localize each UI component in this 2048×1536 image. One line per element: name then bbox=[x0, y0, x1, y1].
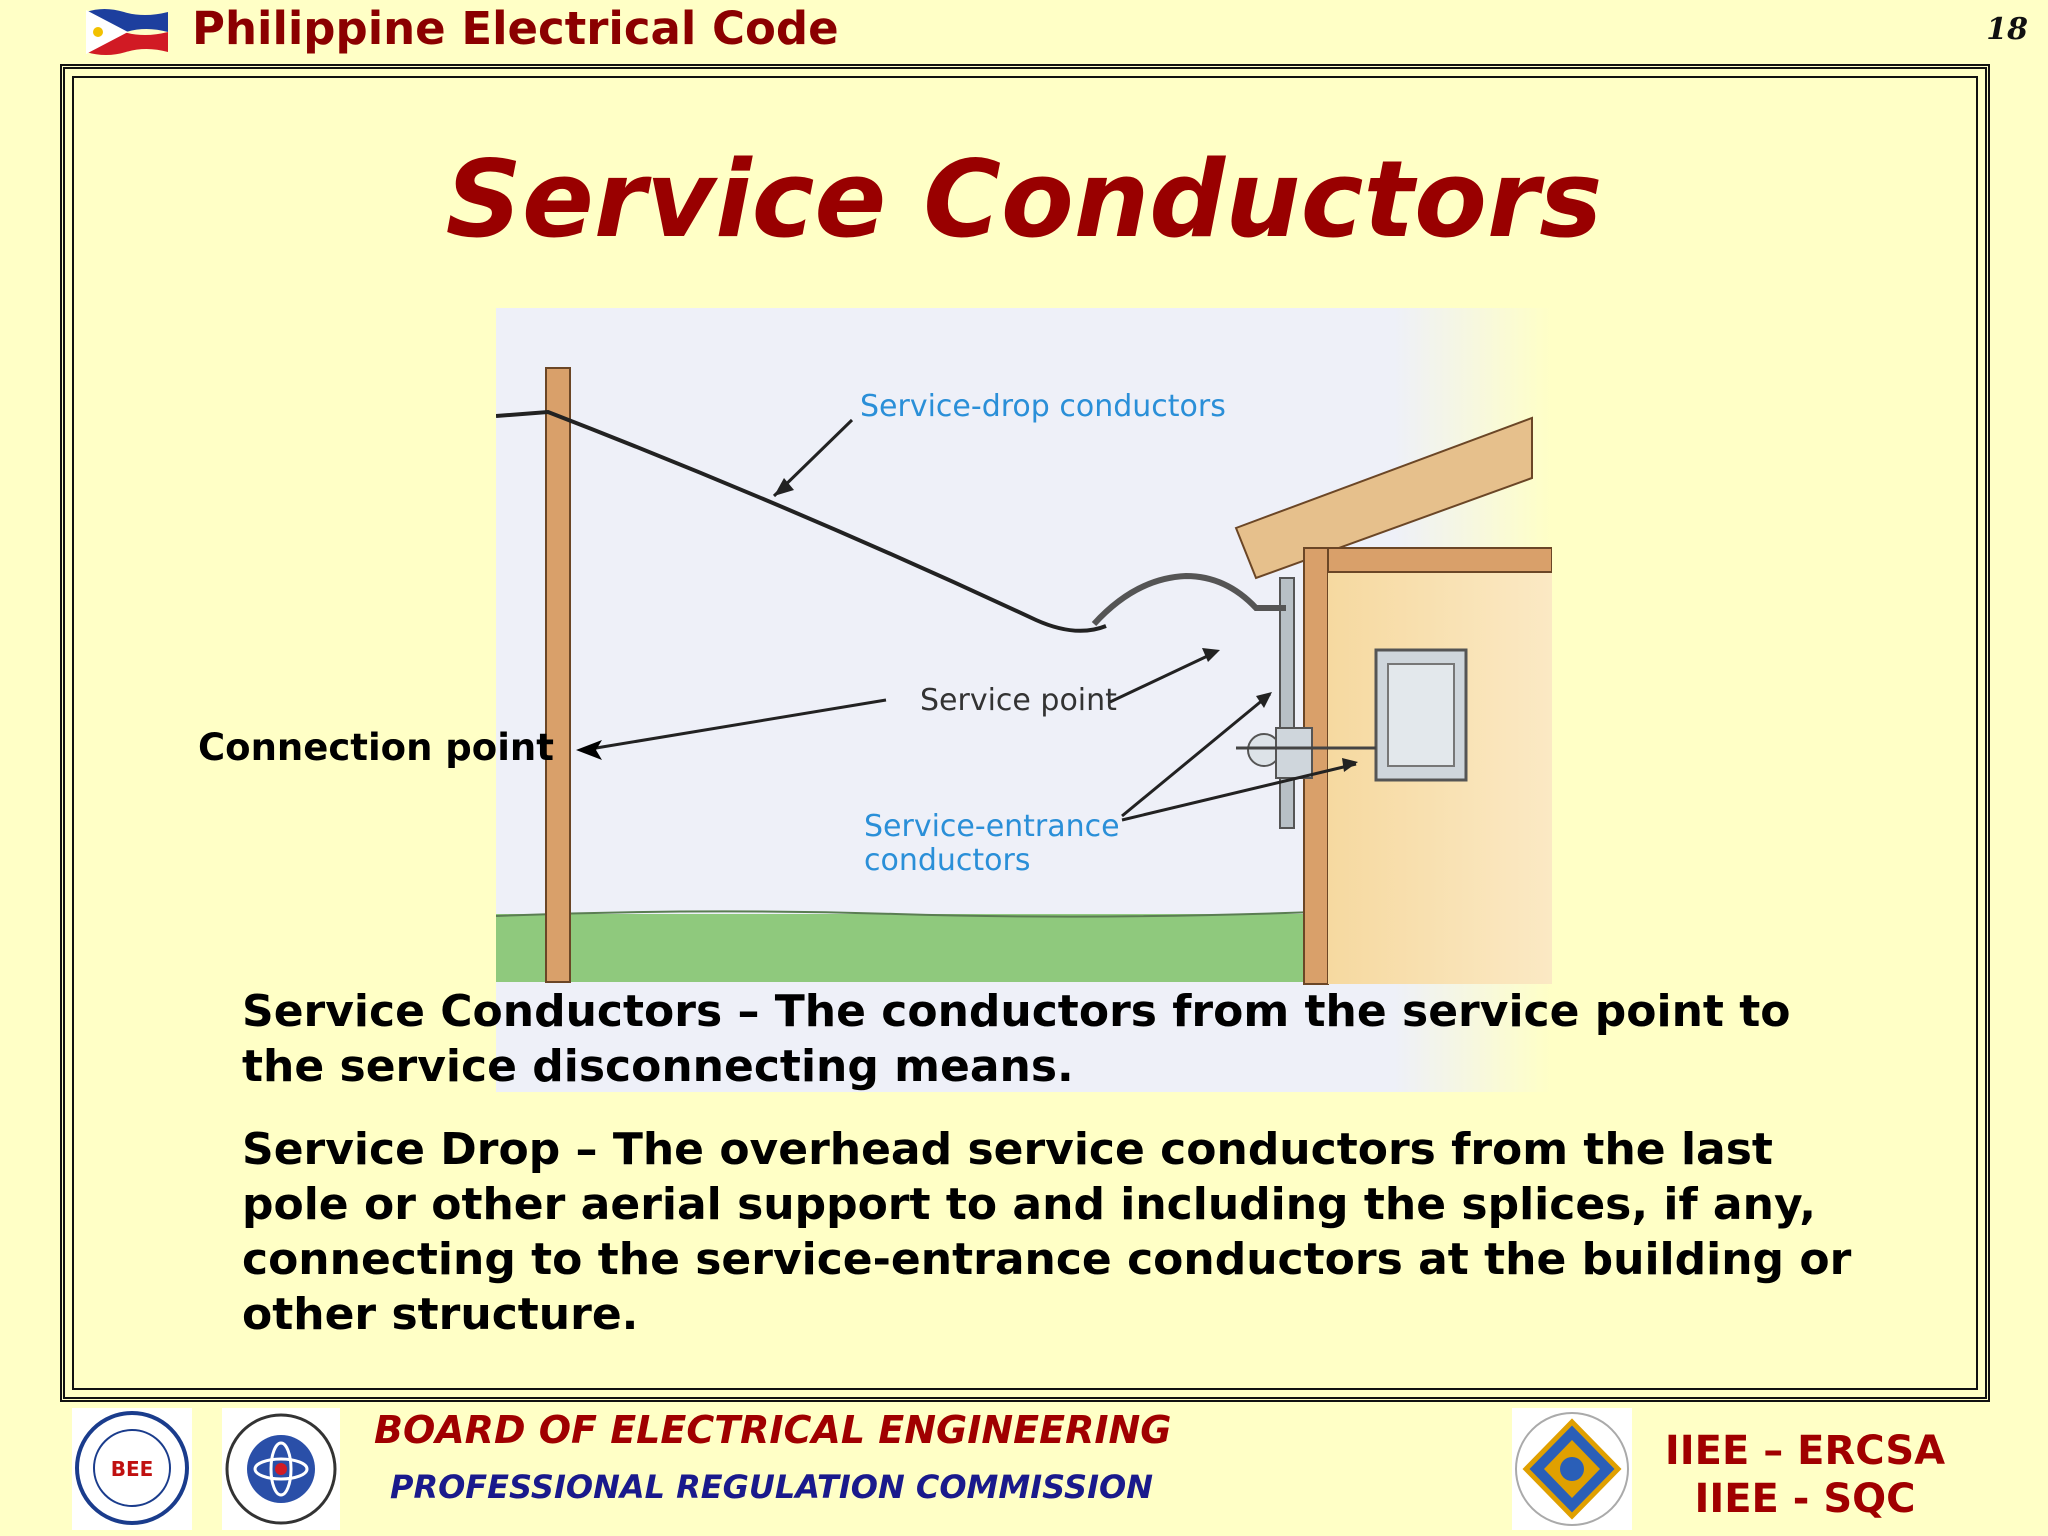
page-number: 18 bbox=[1986, 12, 2028, 47]
slide-title: Service Conductors bbox=[445, 138, 1603, 261]
service-drop-label: Service-drop conductors bbox=[860, 389, 1226, 424]
slide-frame bbox=[60, 64, 1990, 1402]
service-entrance-label-2: conductors bbox=[864, 843, 1031, 878]
philippine-flag-icon bbox=[86, 9, 168, 55]
definition-service-conductors: Service Conductors – The conductors from… bbox=[242, 986, 1791, 1092]
definition-service-drop: Service Drop – The overhead service cond… bbox=[242, 1124, 1852, 1340]
connection-point-label: Connection point bbox=[198, 726, 554, 769]
service-point-label: Service point bbox=[920, 683, 1117, 718]
header-title: Philippine Electrical Code bbox=[192, 2, 839, 55]
footer-prc-name: PROFESSIONAL REGULATION COMMISSION bbox=[390, 1468, 1153, 1506]
service-entrance-label-1: Service-entrance bbox=[864, 809, 1120, 844]
footer-board-name: BOARD OF ELECTRICAL ENGINEERING bbox=[374, 1408, 1172, 1452]
prc-seal-logo bbox=[222, 1408, 340, 1530]
iiee-seal-logo bbox=[1512, 1408, 1632, 1530]
connection-arrowhead-icon bbox=[576, 740, 602, 760]
bee-seal-logo: BEE bbox=[72, 1408, 192, 1530]
footer-iiee-ercsa: IIEE – ERCSA bbox=[1664, 1428, 1946, 1474]
bee-logo-text: BEE bbox=[111, 1457, 154, 1481]
service-diagram: Service-drop conductors Service point Se… bbox=[496, 308, 1552, 1092]
footer-iiee-sqc: IIEE - SQC bbox=[1694, 1476, 1916, 1522]
